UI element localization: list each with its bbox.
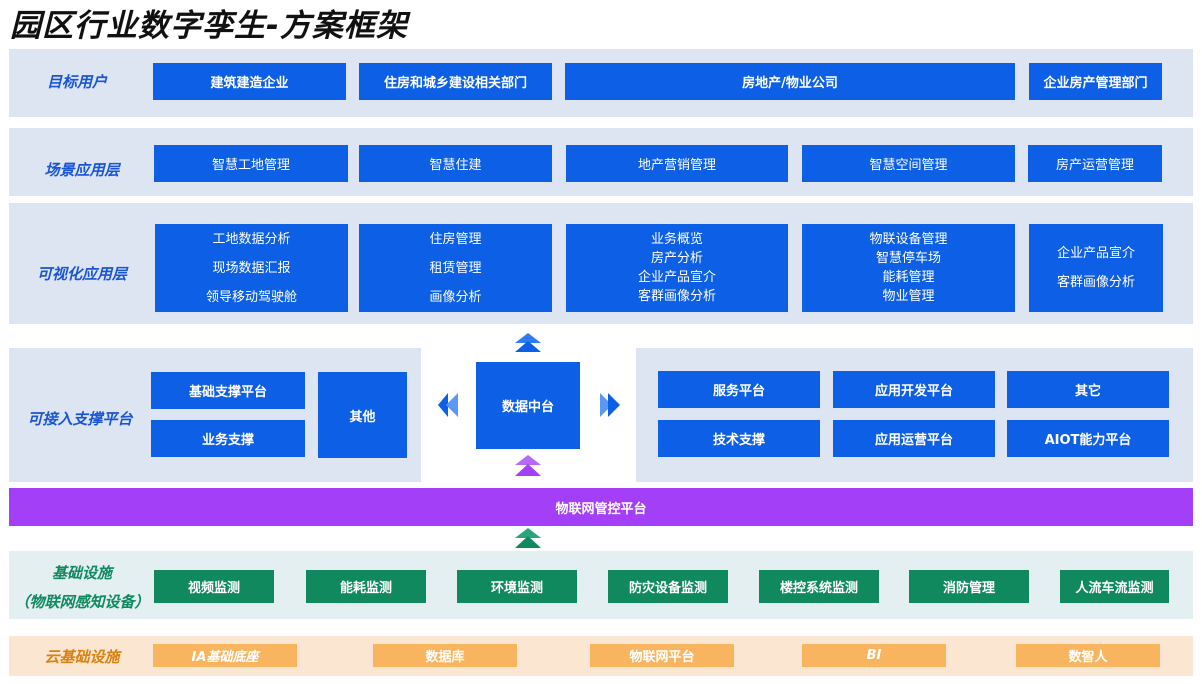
visual-item: 客群画像分析 [1056,275,1135,290]
scenario-box: 智慧工地管理 [154,145,348,182]
cloud-box: 数据库 [373,644,517,667]
support-box: 服务平台 [658,371,820,408]
infrastructure-box: 环境监测 [457,570,577,603]
visual-item: 领导移动驾驶舱 [205,289,297,305]
infrastructure-label: 基础设施 [51,563,112,582]
visual-item: 客群画像分析 [637,289,716,304]
support-right-band [636,348,1193,482]
visual-item: 现场数据汇报 [212,260,291,276]
arrow-up-green-icon [515,528,541,548]
cloud-label: 云基础设施 [44,647,120,666]
arrow-up-purple-icon [515,455,541,476]
visual-item: 物业管理 [882,289,935,304]
visual-item: 工地数据分析 [212,231,291,247]
visual-item: 画像分析 [429,289,482,305]
page-title: 园区行业数字孪生-方案框架 [10,8,408,44]
cloud-box: 数智人 [1016,644,1160,667]
target-user-box: 建筑建造企业 [153,63,346,100]
support-box: 技术支撑 [658,420,820,457]
scenario-layer-label: 场景应用层 [44,160,120,179]
visual-group-box: 住房管理 租赁管理 画像分析 [359,224,552,312]
target-user-box: 企业房产管理部门 [1029,63,1162,100]
visual-item: 企业产品宣介 [637,270,716,285]
infrastructure-box: 消防管理 [909,570,1029,603]
visual-item: 物联设备管理 [869,232,948,247]
arrow-up-icon [515,333,541,352]
visual-layer-label: 可视化应用层 [36,264,127,283]
visual-group-box: 企业产品宣介 客群画像分析 [1029,224,1163,312]
arrow-left-icon [438,393,458,417]
support-platform-label: 可接入支撑平台 [27,409,133,428]
data-middle-platform: 数据中台 [476,362,580,449]
target-user-box: 房地产/物业公司 [565,63,1015,100]
infrastructure-box: 防灾设备监测 [608,570,728,603]
infrastructure-box: 楼控系统监测 [759,570,879,603]
cloud-box: 物联网平台 [590,644,734,667]
support-box: 应用运营平台 [833,420,995,457]
support-box: 其他 [318,372,407,458]
target-users-label: 目标用户 [46,72,107,91]
support-box: 基础支撑平台 [151,372,305,409]
visual-item: 业务概览 [650,232,703,247]
arrow-right-icon [600,393,620,417]
scenario-box: 地产营销管理 [566,145,788,182]
visual-item: 能耗管理 [882,270,935,285]
visual-group-box: 工地数据分析 现场数据汇报 领导移动驾驶舱 [155,224,348,312]
visual-item: 房产分析 [650,251,703,266]
support-box: 业务支撑 [151,420,305,457]
visual-group-box: 业务概览 房产分析 企业产品宣介 客群画像分析 [566,224,788,312]
support-box: 其它 [1007,371,1169,408]
support-box: AIOT能力平台 [1007,420,1169,457]
scenario-box: 智慧空间管理 [802,145,1015,182]
scenario-box: 房产运营管理 [1028,145,1162,182]
visual-item: 企业产品宣介 [1056,246,1135,261]
infrastructure-sublabel: （物联网感知设备） [14,592,150,611]
visual-item: 住房管理 [429,231,482,247]
infrastructure-box: 视频监测 [154,570,274,603]
iot-platform-bar: 物联网管控平台 [9,488,1193,526]
support-box: 应用开发平台 [833,371,995,408]
visual-item: 智慧停车场 [875,251,941,266]
infrastructure-box: 人流车流监测 [1060,570,1169,603]
target-user-box: 住房和城乡建设相关部门 [359,63,552,100]
cloud-box: IA基础底座 [153,644,297,667]
infrastructure-box: 能耗监测 [306,570,426,603]
visual-item: 租赁管理 [429,260,482,276]
scenario-box: 智慧住建 [359,145,552,182]
cloud-box: BI [802,644,946,667]
visual-group-box: 物联设备管理 智慧停车场 能耗管理 物业管理 [802,224,1015,312]
